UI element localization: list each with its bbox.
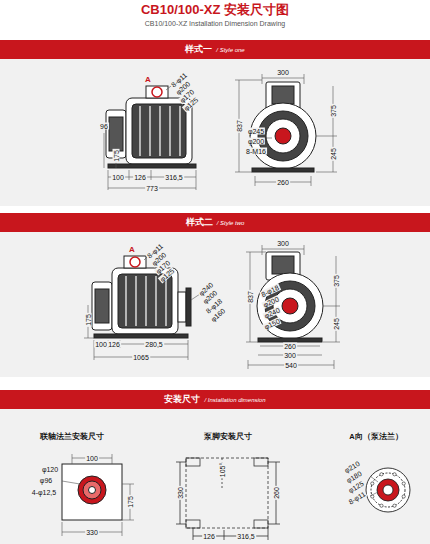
band-subheading: / Style one [216,47,244,53]
dimension-lines [62,454,134,536]
dimension-label: 96 [99,123,109,130]
dimension-label: 375 [333,274,340,288]
dimension-lines [84,254,200,360]
pump-side-view [106,86,196,168]
section-band: 样式二 / Style two [0,213,430,232]
dimension-label: 4-φ12,5 [31,489,57,496]
dimension-label: 300 [283,352,297,359]
dimension-label: 105° [219,462,226,478]
dimension-label: 126 [133,174,147,181]
dimension-label: 773 [145,185,159,192]
dimension-label: 300 [276,69,290,76]
section-band: 样式一 / Style one [0,40,430,59]
pump-feet [176,458,280,540]
dimension-label: 126 [107,341,121,348]
dimension-label: 837 [236,119,243,133]
flange-mark [130,257,140,267]
dimension-lines [246,245,340,369]
page-subtitle: CB10/100-XZ Installation Dimension Drawi… [145,20,285,27]
dimension-label: φ120 [41,466,59,473]
section-band: 安装尺寸 / Installation dimension [0,390,430,409]
dimension-label: φ200 [247,138,265,145]
view-marker: A [128,246,136,254]
dimension-label: 280,5 [144,341,164,348]
pump-flange [366,468,410,512]
bolt-holes [371,473,406,508]
dimension-label: 330 [85,529,99,536]
bolt-hole [371,482,374,485]
coupling-flange [62,464,122,520]
view-marker: A [144,76,152,84]
dimension-lines [104,82,196,190]
section-heading: 泵脚安装尺寸 [203,433,253,441]
flange-mark [152,87,162,97]
dimension-label: φ245 [247,128,265,135]
band-subheading: / Installation dimension [204,397,265,403]
dimension-label: φ96 [39,477,53,484]
band-subheading: / Style two [217,220,245,226]
dimension-label: 316,5 [236,533,256,540]
section-heading: 联轴法兰安装尺寸 [39,433,105,441]
dimension-label: 375 [330,104,337,118]
dimension-label: 540 [284,362,298,369]
dimension-label: 126 [202,533,216,540]
dimension-label: 837 [247,290,254,304]
bolt-hole [380,473,383,476]
section-heading: A向（泵法兰） [348,433,403,441]
bolt-hole [380,504,383,507]
dimension-label: 260 [273,486,280,500]
pump-front-view [257,252,323,342]
band-heading: 样式一 [185,43,212,56]
dimension-lines [235,74,337,186]
dimension-label: 175 [127,495,134,509]
page-title: CB10/100-XZ 安装尺寸图 [141,3,289,16]
bolt-hole [402,495,405,498]
dimension-label: 100 [94,341,108,348]
dimension-label: 260 [276,179,290,186]
dimension-label: 260 [283,343,297,350]
dimension-lines [370,476,378,496]
dimension-label: 175 [113,149,120,163]
dimension-label: 1065 [132,354,150,361]
dimension-label: 245 [330,147,337,161]
band-heading: 安装尺寸 [164,393,200,406]
bolt-hole [393,473,396,476]
band-heading: 样式二 [186,216,213,229]
dimension-label: 316,5 [164,174,184,181]
pump-side-view [92,256,191,338]
dimension-label: 100 [85,455,99,462]
bolt-hole [402,482,405,485]
bolt-hole [393,504,396,507]
dimension-label: 8-M16 [245,148,267,155]
dimension-label: 100 [111,174,125,181]
dimension-label: 300 [276,240,290,247]
panels [0,58,430,544]
dimension-label: 245 [333,317,340,331]
dimension-label: 175 [85,313,92,327]
dimension-label: 330 [177,486,184,500]
